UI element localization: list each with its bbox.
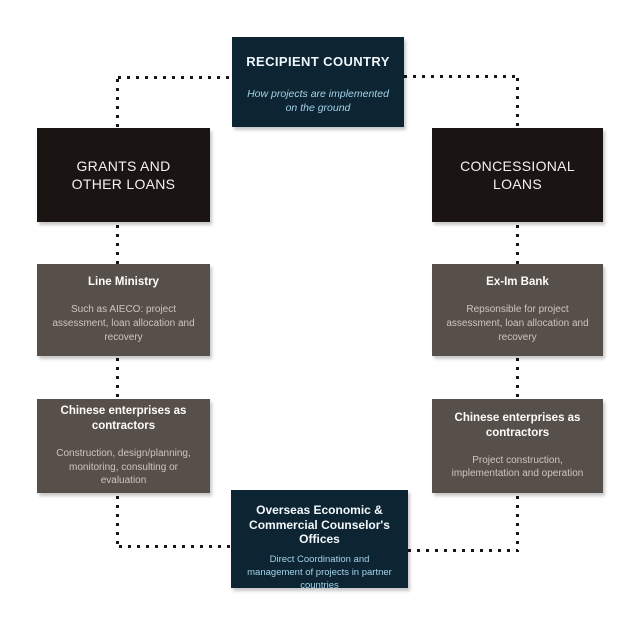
node-recipient-country-title: RECIPIENT COUNTRY — [246, 54, 390, 69]
connector-bottom-left-horizontal — [119, 545, 231, 548]
node-exim-bank: Ex-Im Bank Repsonsible for project asses… — [432, 264, 603, 356]
connector-top-right-horizontal — [404, 75, 518, 78]
connector-right-loans-to-exim — [516, 225, 519, 264]
connector-right-exim-to-contractors — [516, 358, 519, 399]
connector-left-ministry-to-contractors — [116, 358, 119, 399]
node-chinese-enterprises-right-body: Project construction, implementation and… — [451, 454, 584, 480]
node-grants-and-other-loans: GRANTS AND OTHER LOANS — [37, 128, 210, 222]
node-line-ministry-title: Line Ministry — [88, 276, 159, 289]
node-chinese-enterprises-right-title: Chinese enterprises as contractors — [454, 411, 581, 439]
node-exim-bank-body: Repsonsible for project assessment, loan… — [446, 304, 589, 343]
node-chinese-enterprises-right: Chinese enterprises as contractors Proje… — [432, 399, 603, 493]
node-grants-title: GRANTS AND OTHER LOANS — [71, 157, 176, 192]
connector-left-grants-to-ministry — [116, 225, 119, 264]
node-line-ministry-body: Such as AIECO: project assessment, loan … — [52, 304, 195, 343]
node-chinese-enterprises-left-body: Construction, design/planning, monitorin… — [56, 447, 191, 487]
node-recipient-country-subtitle: How projects are implemented on the grou… — [247, 87, 389, 115]
node-concessional-loans: CONCESSIONAL LOANS — [432, 128, 603, 222]
connector-top-right-vertical — [516, 78, 519, 128]
connector-bottom-right-horizontal — [408, 549, 518, 552]
connector-top-left-vertical — [116, 79, 119, 128]
node-chinese-enterprises-left-title: Chinese enterprises as contractors — [60, 404, 187, 432]
connector-right-contractors-down — [516, 496, 519, 552]
connector-top-left-horizontal — [118, 76, 232, 79]
node-line-ministry: Line Ministry Such as AIECO: project ass… — [37, 264, 210, 356]
node-chinese-enterprises-left: Chinese enterprises as contractors Const… — [37, 399, 210, 493]
node-counselor-offices-subtitle: Direct Coordination and management of pr… — [247, 553, 392, 591]
node-counselor-offices-title: Overseas Economic & Commercial Counselor… — [249, 503, 390, 547]
connector-left-contractors-down — [116, 496, 119, 548]
node-concessional-title: CONCESSIONAL LOANS — [460, 157, 575, 192]
node-recipient-country: RECIPIENT COUNTRY How projects are imple… — [232, 37, 404, 127]
node-counselor-offices: Overseas Economic & Commercial Counselor… — [231, 490, 408, 591]
node-exim-bank-title: Ex-Im Bank — [486, 276, 549, 289]
